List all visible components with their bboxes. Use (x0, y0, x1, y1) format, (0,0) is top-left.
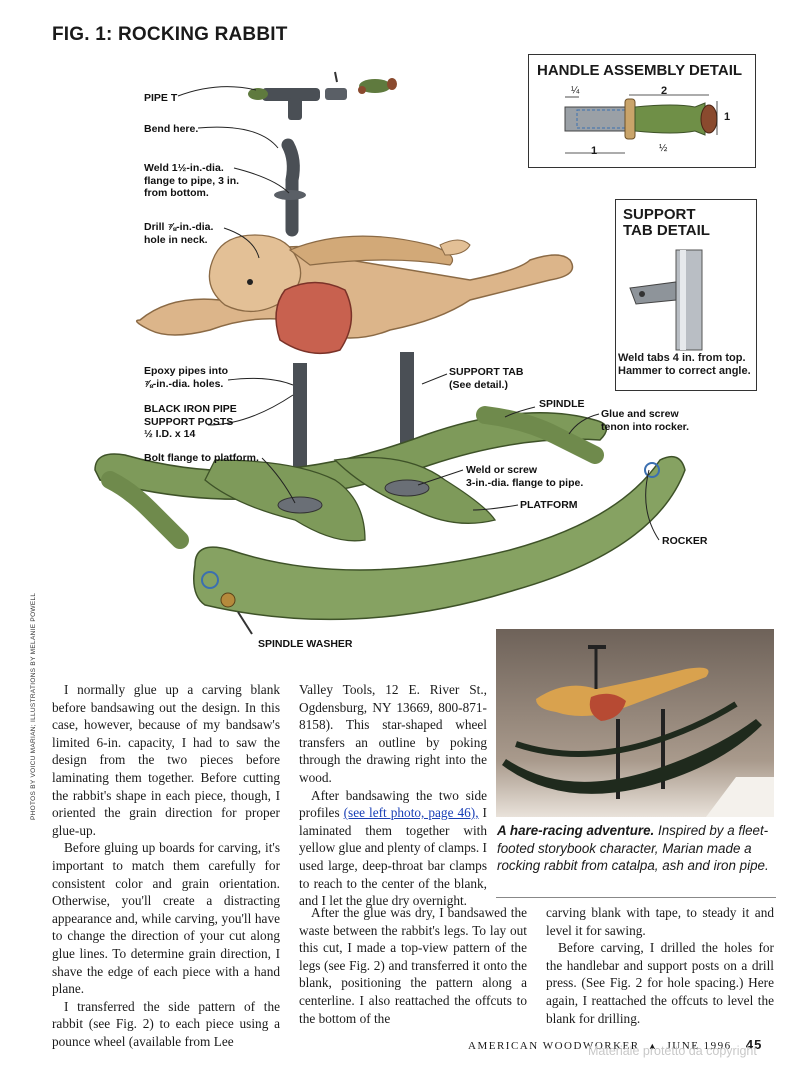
rocking-rabbit-photo (496, 629, 774, 817)
column-3: carving blank with tape, to steady it an… (546, 904, 774, 1027)
label-platform: PLATFORM (520, 499, 578, 511)
footer-magazine: AMERICAN WOODWORKER (468, 1040, 640, 1052)
support-tab-detail-title: SUPPORT TAB DETAIL (623, 206, 710, 239)
label-epoxy-pipes: Epoxy pipes into ⅞-in.-dia. holes. (144, 365, 229, 390)
column-1: I normally glue up a carving blank befor… (52, 681, 280, 1050)
support-tab-caption: Weld tabs 4 in. from top. Hammer to corr… (618, 352, 751, 377)
dim-half: ½ (659, 143, 668, 154)
support-tab-detail: SUPPORT TAB DETAIL Weld tabs 4 in. from … (615, 199, 757, 391)
paragraph: I transferred the side pattern of the ra… (52, 998, 280, 1049)
caption-rule (496, 897, 776, 898)
photo-caption: A hare-racing adventure. Inspired by a f… (497, 823, 769, 873)
paragraph: Valley Tools, 12 E. River St., Ogdensbur… (299, 682, 487, 785)
label-rocker: ROCKER (662, 535, 708, 547)
page-number: 45 (745, 1037, 763, 1052)
copyright-watermark: Materiale protetto da copyright (588, 1044, 757, 1058)
footer-date: JUNE 1996 (666, 1040, 732, 1052)
handle-detail-title: HANDLE ASSEMBLY DETAIL (537, 62, 743, 79)
rabbit-drawing (135, 234, 574, 355)
paragraph: I normally glue up a carving blank befor… (52, 682, 280, 838)
paragraph: Before gluing up boards for carving, it'… (52, 840, 280, 997)
label-spindle-washer: SPINDLE WASHER (258, 638, 353, 650)
label-glue-screw: Glue and screw tenon into rocker. (601, 408, 690, 433)
paragraph: carving blank with tape, to steady it an… (546, 905, 774, 938)
paragraph: Before carving, I drilled the holes for … (546, 940, 774, 1026)
label-weld-flange: Weld 1½-in.-dia. flange to pipe, 3 in. f… (144, 162, 240, 199)
dim-quarter: ¼ (571, 85, 580, 96)
label-pipe-t: PIPE T (144, 92, 178, 104)
photo-credit: PHOTOS BY VOICU MARIAN; ILLUSTRATIONS BY… (30, 592, 37, 820)
footer: AMERICAN WOODWORKER ▲ JUNE 1996 45 (468, 1037, 762, 1052)
support-tab-drawing (629, 249, 703, 351)
dim-two: 2 (661, 85, 668, 97)
dim-one-horizontal: 1 (591, 145, 598, 157)
column-2-top: Valley Tools, 12 E. River St., Ogdensbur… (299, 681, 487, 910)
rocking-rabbit-illustration (94, 71, 686, 635)
paragraph: After the glue was dry, I bandsawed the … (299, 905, 527, 1026)
label-drill-hole: Drill ⅞-in.-dia. hole in neck. (144, 221, 214, 246)
page-46-link[interactable]: (see left photo, page 46), (343, 805, 479, 821)
figure-title: FIG. 1: ROCKING RABBIT (52, 24, 288, 45)
label-bolt-flange: Bolt flange to platform. (144, 452, 259, 464)
photo-drawing (496, 629, 774, 817)
label-spindle: SPINDLE (539, 398, 585, 410)
handle-assembly-detail: HANDLE ASSEMBLY DETAIL ¼ 2 1 1 ½ (528, 54, 756, 168)
column-2-bottom: After the glue was dry, I bandsawed the … (299, 904, 527, 1027)
paragraph: After bandsawing the two side profiles (… (299, 787, 487, 909)
label-black-iron-pipe: BLACK IRON PIPE SUPPORT POSTS ½ I.D. x 1… (144, 403, 237, 440)
label-bend-here: Bend here. (144, 123, 199, 135)
dim-one-vertical: 1 (724, 111, 731, 123)
footer-separator: ▲ (647, 1041, 659, 1051)
label-support-tab: SUPPORT TAB (See detail.) (449, 366, 524, 391)
handle-detail-drawing (564, 94, 718, 154)
pipe-t-drawing (248, 71, 397, 120)
label-weld-screw: Weld or screw 3-in.-dia. flange to pipe. (466, 464, 584, 489)
